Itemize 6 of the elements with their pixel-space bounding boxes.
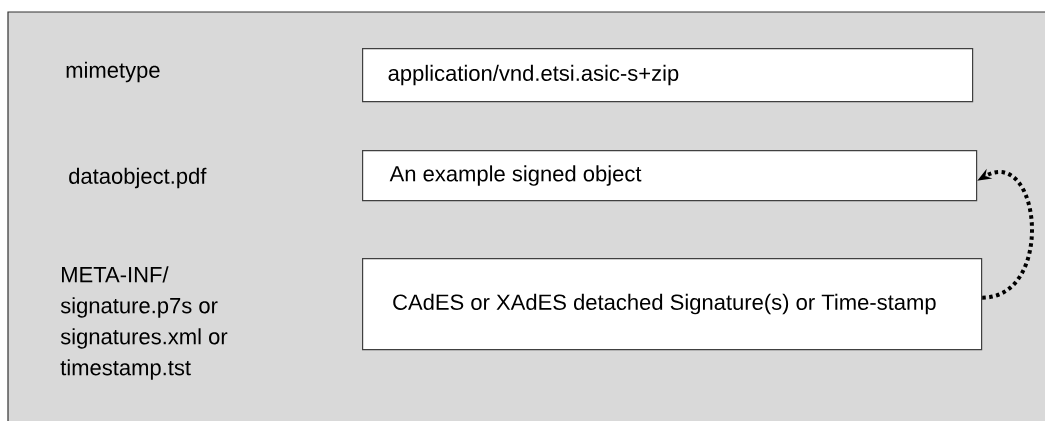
item-name: mimetype — [66, 61, 160, 83]
text-box: application/vnd.etsi.asic-s+zip — [362, 48, 974, 103]
item-name: dataobject.pdf — [69, 167, 207, 189]
text-box: An example signed object — [362, 150, 978, 202]
item-name: META-INF/ signature.p7s or signatures.xml or timestamp.tst — [60, 266, 228, 380]
text-box: CAdES or XAdES detached Signature(s) or Time-stamp — [362, 258, 983, 351]
